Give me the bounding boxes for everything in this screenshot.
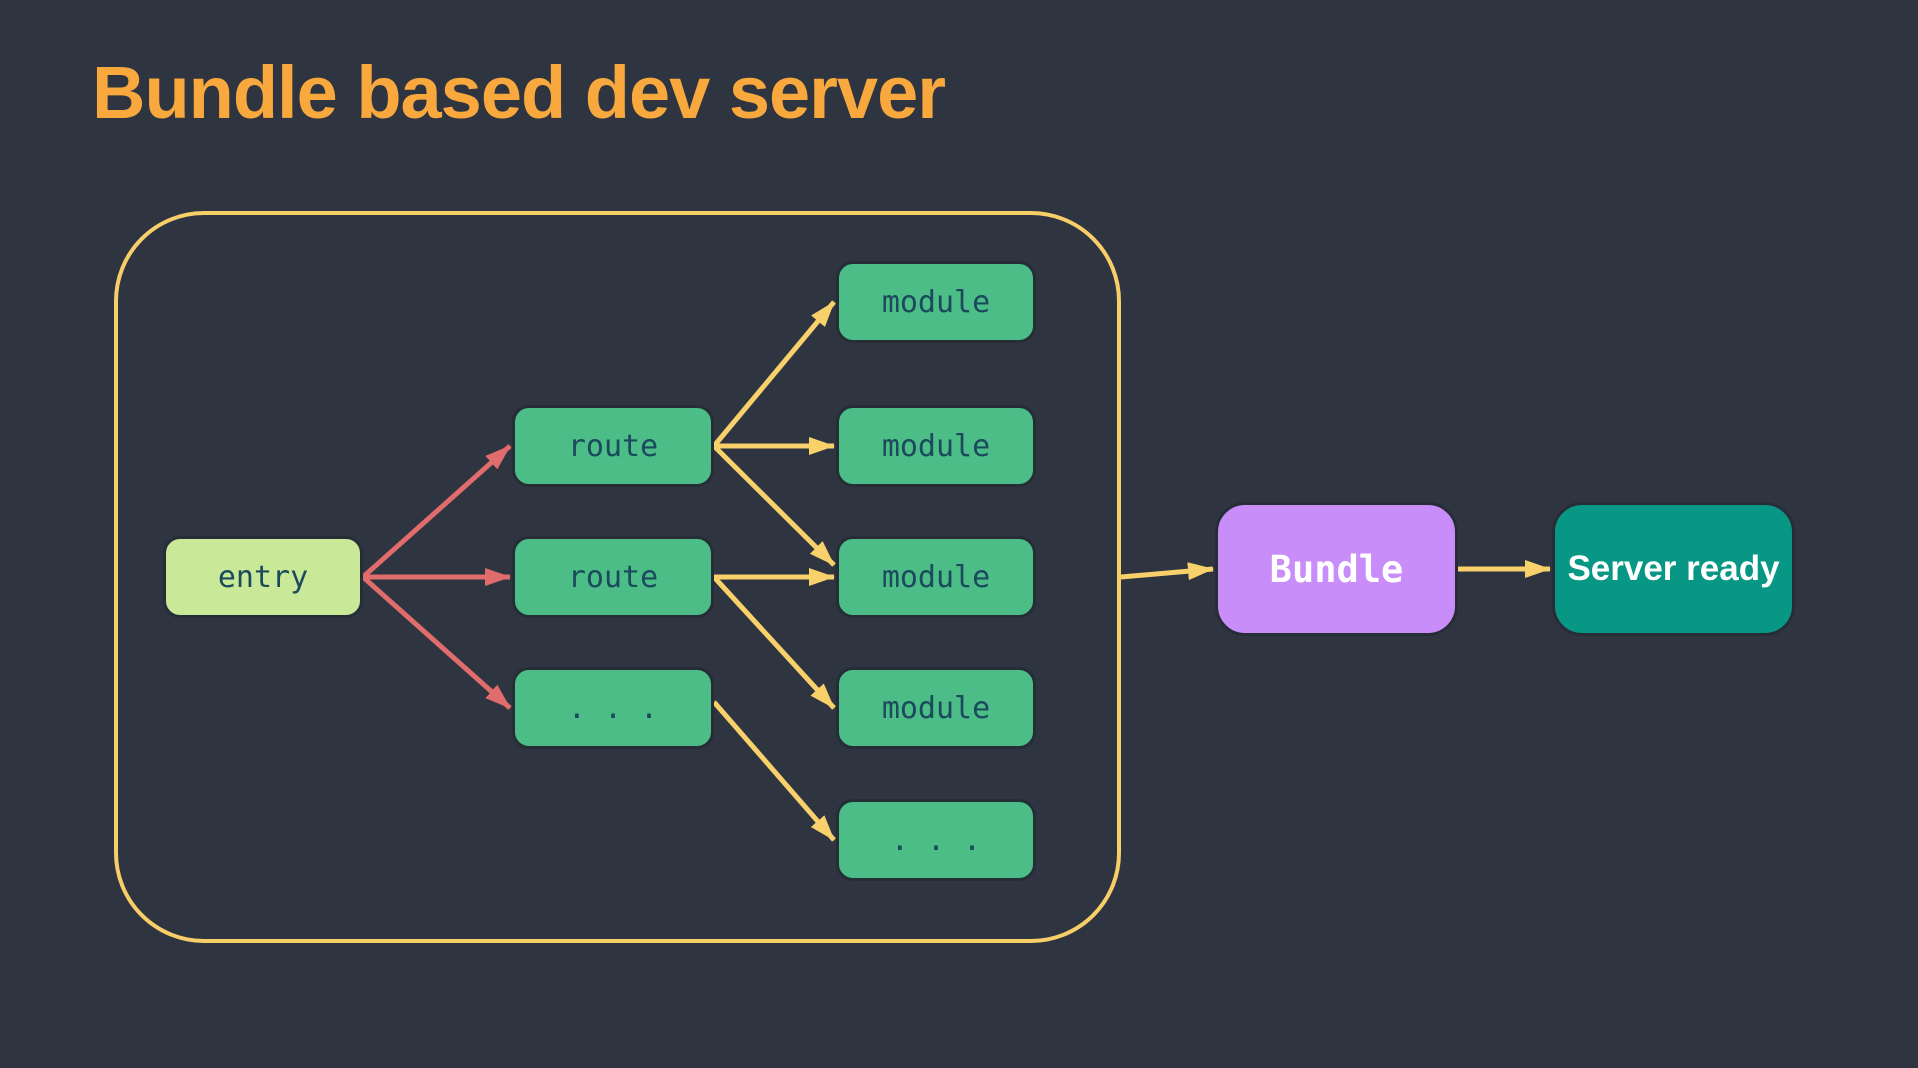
node-module-1-label: module (881, 284, 991, 320)
node-bundle-label: Bundle (1269, 547, 1404, 591)
node-module-3: module (836, 536, 1036, 618)
node-route-2-label: route (567, 559, 659, 595)
node-module-4: module (836, 667, 1036, 749)
node-module-3-label: module (881, 559, 991, 595)
node-module-ellipsis-label: ... (890, 822, 1000, 858)
node-route-ellipsis-label: ... (567, 690, 677, 726)
node-route-2: route (512, 536, 714, 618)
node-route-1-label: route (567, 428, 659, 464)
edge-graph-bundle (1120, 562, 1214, 581)
node-module-ellipsis: ... (836, 799, 1036, 881)
node-server-ready-label: Server ready (1567, 548, 1780, 588)
node-entry-label: entry (217, 559, 309, 595)
node-module-2-label: module (881, 428, 991, 464)
node-server-ready: Server ready (1552, 502, 1795, 636)
page-title: Bundle based dev server (92, 51, 946, 134)
node-route-1: route (512, 405, 714, 487)
node-module-4-label: module (881, 690, 991, 726)
node-bundle: Bundle (1215, 502, 1458, 636)
node-module-2: module (836, 405, 1036, 487)
node-entry: entry (163, 536, 363, 618)
node-module-1: module (836, 261, 1036, 343)
module-graph-container (114, 211, 1121, 943)
node-route-ellipsis: ... (512, 667, 714, 749)
